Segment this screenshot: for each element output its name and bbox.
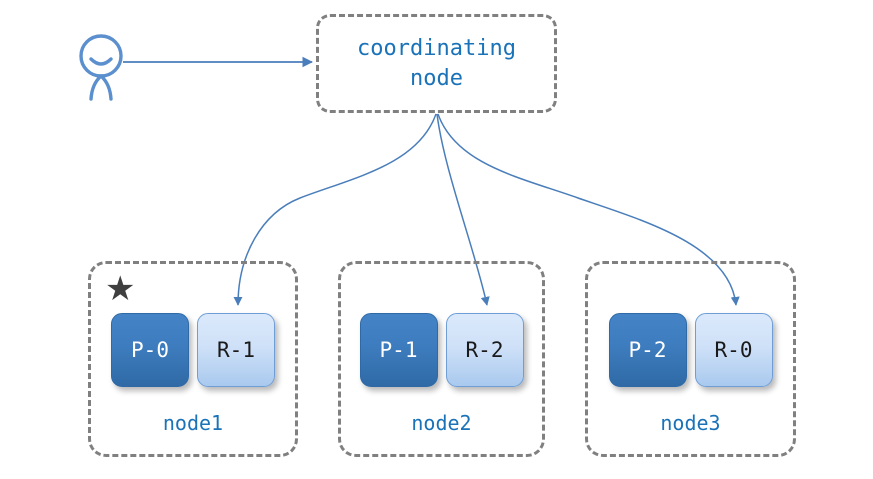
primary-star-icon: ★ xyxy=(105,269,136,309)
shard-p-1[interactable]: P-1 xyxy=(359,313,438,387)
shard-row: P-0 R-1 xyxy=(91,313,295,387)
user-person-icon xyxy=(79,34,123,101)
shard-r-1[interactable]: R-1 xyxy=(197,313,275,387)
node-group-node1[interactable]: ★ P-0 R-1 node1 xyxy=(88,261,298,457)
shard-row: P-2 R-0 xyxy=(588,313,793,387)
node-label-node3: node3 xyxy=(660,411,721,435)
coordinating-node-box[interactable]: coordinating node xyxy=(316,14,557,113)
shard-r-0[interactable]: R-0 xyxy=(694,313,773,387)
node-label-node1: node1 xyxy=(162,411,224,435)
coordinating-node-label: coordinating node xyxy=(357,35,516,91)
shard-p-0[interactable]: P-0 xyxy=(111,313,189,387)
shard-p-2[interactable]: P-2 xyxy=(608,313,687,387)
node-group-node3[interactable]: P-2 R-0 node3 xyxy=(585,261,796,457)
shard-row: P-1 R-2 xyxy=(341,313,542,387)
node-group-node2[interactable]: P-1 R-2 node2 xyxy=(338,261,545,457)
node-label-node2: node2 xyxy=(411,411,472,435)
shard-r-2[interactable]: R-2 xyxy=(445,313,524,387)
